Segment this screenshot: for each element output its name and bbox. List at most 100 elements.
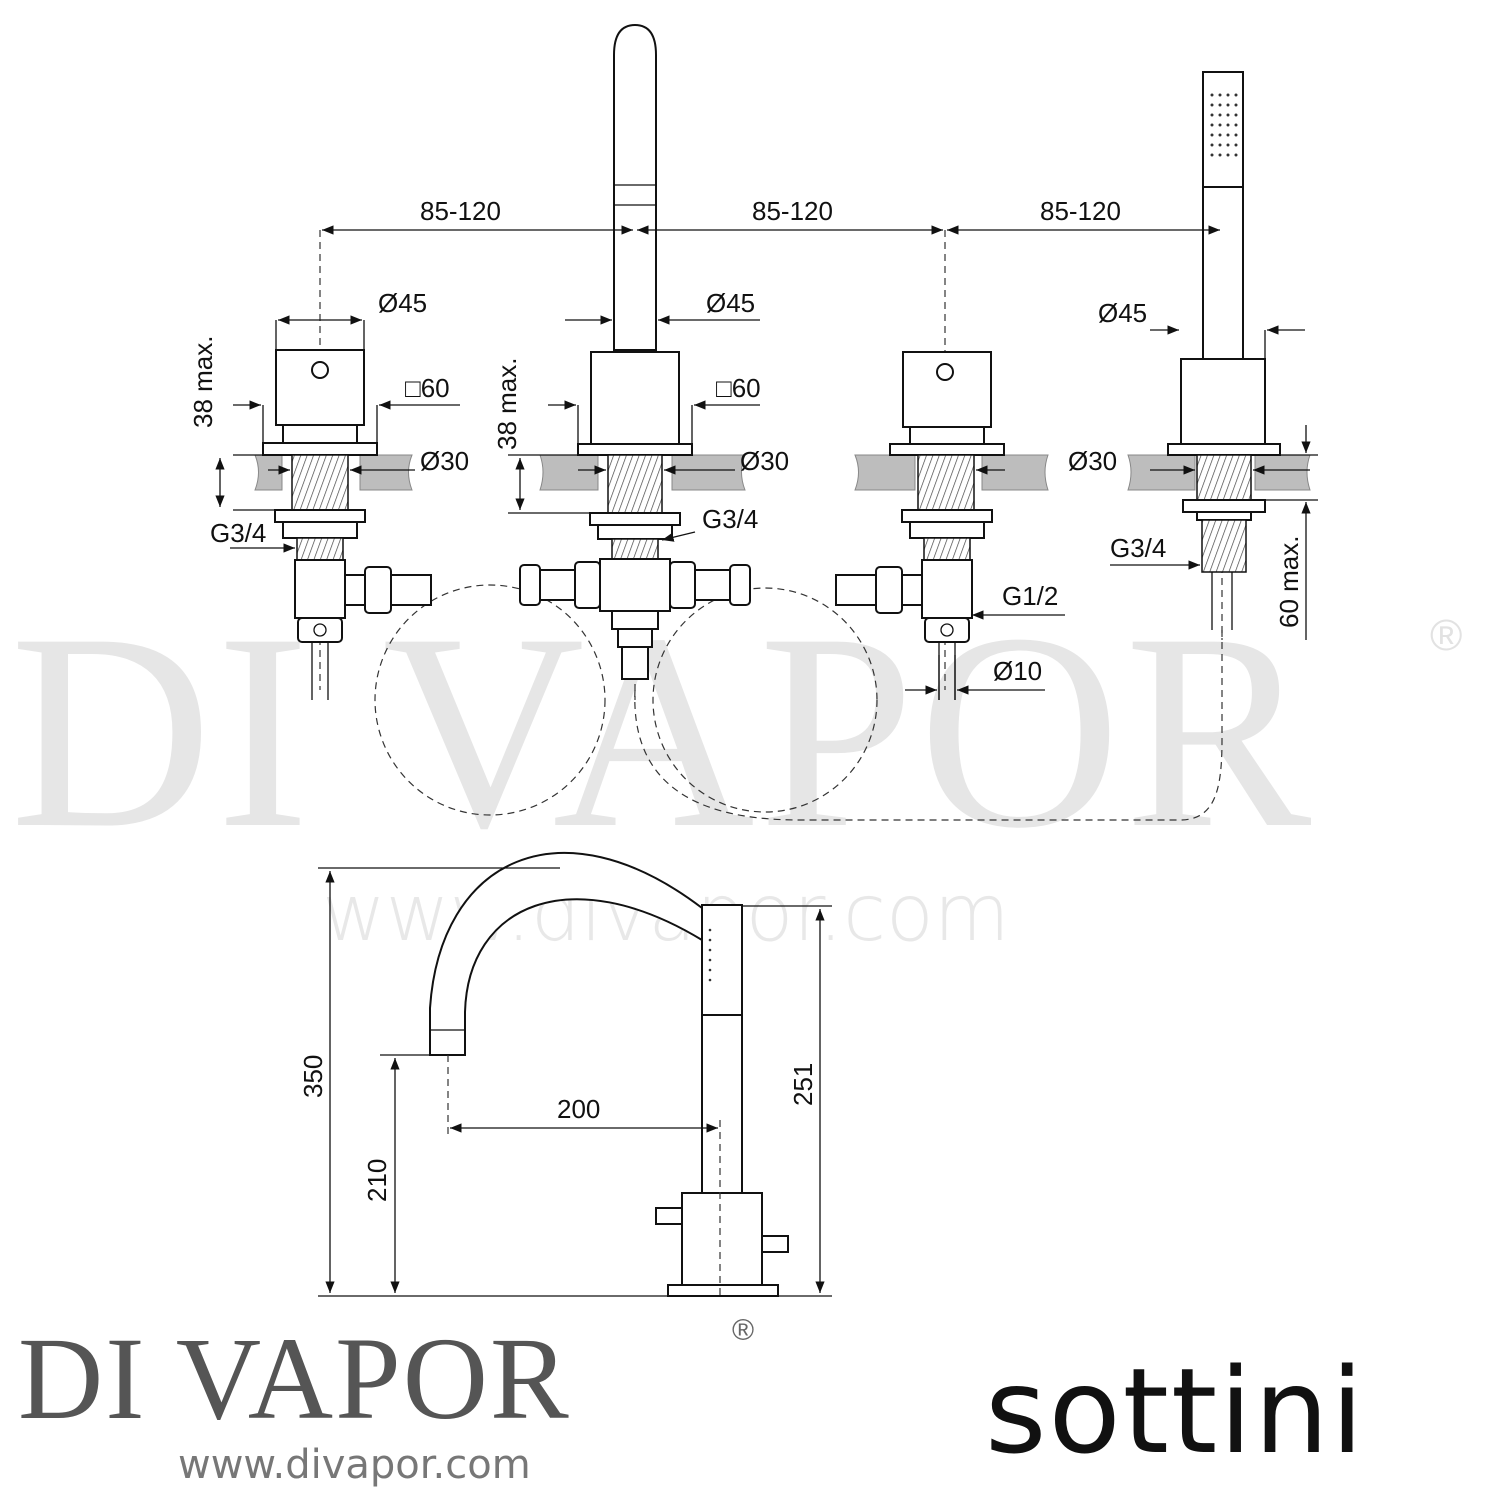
left-valve-bottom-cap (297, 617, 343, 643)
spout-nut-top (589, 512, 681, 526)
mixer-body (599, 558, 671, 612)
label-shower-diam30: Ø30 (1068, 446, 1117, 476)
branding: DI VAPOR ® www.divapor.com sottini (18, 1313, 1366, 1488)
right-valve-indicator (936, 363, 954, 381)
hose-loop-left (374, 584, 606, 816)
deck-left-b (359, 454, 413, 491)
label-spacing-left: 85-120 (420, 196, 501, 226)
mixer-right-pipe (694, 569, 731, 601)
shower-lower-thread (1201, 519, 1247, 573)
left-valve-nut-top (274, 509, 366, 523)
shower-thread (1196, 454, 1252, 501)
label-right-g12: G1/2 (1002, 581, 1058, 611)
left-valve-flange (262, 442, 378, 456)
center-spout (519, 23, 751, 700)
watermark-text: DI VAPOR (10, 575, 1315, 886)
mixer-bottom-outlet (621, 646, 649, 680)
side-shower-handle (701, 1014, 743, 1194)
label-spout-square60: □60 (716, 373, 761, 403)
shower-nozzles (1210, 93, 1238, 157)
left-valve-nut (282, 521, 358, 539)
left-valve-thread (291, 454, 349, 511)
right-valve-lower-thread (923, 537, 971, 561)
top-labels: 85-120 85-120 85-120 Ø45 Ø45 Ø45 □60 □60… (188, 196, 1304, 686)
left-valve-indicator (311, 361, 329, 379)
side-view: 350 210 200 251 (298, 851, 832, 1300)
label-spacing-middle: 85-120 (752, 196, 833, 226)
right-valve-flange (889, 443, 1005, 456)
label-reach200: 200 (557, 1094, 600, 1124)
right-valve-nut-top (901, 509, 993, 523)
label-spout-max38: 38 max. (492, 358, 522, 451)
shower-head (1202, 71, 1244, 188)
label-height251: 251 (788, 1063, 818, 1106)
side-handle-left (655, 1207, 683, 1225)
label-shower-diam45: Ø45 (1098, 298, 1147, 328)
deck-shower-a (1127, 454, 1196, 491)
right-valve-bottom-cap (924, 617, 970, 643)
shower-holder (1180, 358, 1266, 445)
label-left-diam30: Ø30 (420, 446, 469, 476)
mixer-bottom-neck (617, 628, 653, 648)
deck-right-b (981, 454, 1049, 491)
top-dimensions (215, 225, 1318, 700)
label-left-diam45: Ø45 (378, 288, 427, 318)
spout-base (590, 351, 680, 445)
right-valve-collar (909, 426, 985, 445)
shower-handle (1202, 186, 1244, 360)
label-spout-diam30: Ø30 (740, 446, 789, 476)
right-valve-body (921, 559, 973, 619)
label-spacing-right: 85-120 (1040, 196, 1121, 226)
hand-shower (1167, 71, 1281, 640)
label-spout-g34: G3/4 (702, 504, 758, 534)
side-shower-nozzles (708, 928, 712, 982)
divapor-url: www.divapor.com (178, 1442, 531, 1488)
divapor-registered-mark: ® (732, 1314, 754, 1347)
mixer-left-nut (574, 561, 601, 609)
shower-nut-top (1182, 499, 1266, 513)
side-base-body (681, 1192, 763, 1286)
mixer-right-end (729, 564, 751, 606)
right-valve-nut (909, 521, 985, 539)
sottini-logo: sottini (985, 1342, 1366, 1480)
right-valve-outlet-neck (901, 574, 923, 606)
mixer-bottom-nut (611, 610, 659, 630)
right-valve-thread (917, 454, 975, 511)
deck-left-a (254, 454, 283, 491)
right-valve-cap-hole (940, 623, 954, 637)
mixer-left-pipe (539, 569, 576, 601)
shower-nut (1196, 511, 1252, 521)
label-shower-g34: G3/4 (1110, 533, 1166, 563)
left-valve-outlet-neck (344, 574, 366, 606)
label-left-g34: G3/4 (210, 518, 266, 548)
mixer-right-nut (669, 561, 696, 609)
divapor-logo: DI VAPOR (18, 1313, 571, 1444)
label-height350: 350 (298, 1055, 328, 1098)
left-valve-cap-hole (313, 623, 327, 637)
watermark: DI VAPOR ® www.divapor.com (10, 575, 1462, 959)
shower-flange (1167, 443, 1281, 456)
side-shower-head (701, 904, 743, 1016)
left-valve-body (294, 559, 346, 619)
hose-loop-mid (652, 587, 878, 813)
spout-lower-thread (611, 538, 659, 560)
label-left-square60: □60 (405, 373, 450, 403)
deck-mid-b (671, 454, 746, 491)
spout-flange (577, 443, 693, 456)
deck-shower-b (1254, 454, 1311, 491)
label-spout-diam45: Ø45 (706, 288, 755, 318)
deck-right-a (854, 454, 916, 491)
deck-mid-a (539, 454, 599, 491)
deck-surfaces (254, 454, 1311, 491)
spout-nut (597, 524, 673, 540)
hose-loop-right (634, 630, 1223, 821)
watermark-registered-mark: ® (1430, 611, 1462, 660)
mixer-left-end (519, 564, 541, 606)
side-base-flange (667, 1284, 779, 1297)
label-height210: 210 (362, 1159, 392, 1202)
label-left-max38: 38 max. (188, 336, 218, 429)
spout-thread (607, 454, 663, 514)
right-valve-outlet-nut (875, 566, 903, 614)
